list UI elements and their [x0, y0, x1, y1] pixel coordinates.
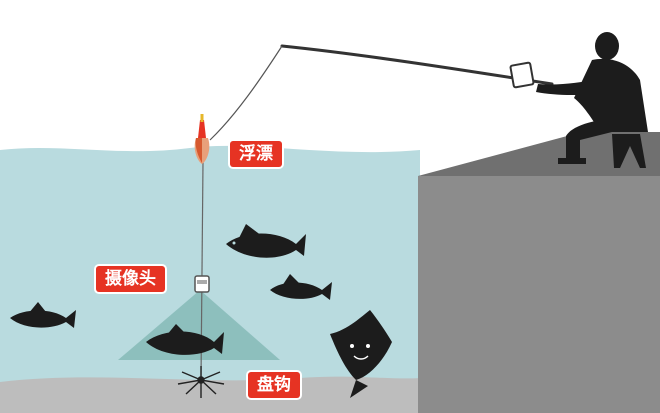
- label-hook: 盘钩: [248, 372, 300, 398]
- fishing-line: [209, 45, 283, 141]
- camera-icon: [194, 275, 210, 293]
- cliff-face: [418, 176, 660, 413]
- cliff-top: [418, 132, 660, 176]
- fish-silhouette: [270, 274, 332, 300]
- fish-silhouette: [330, 310, 392, 398]
- fish-silhouette: [226, 224, 306, 258]
- label-float: 浮漂: [230, 141, 282, 167]
- monitor-icon: [509, 61, 535, 89]
- fish-silhouette: [146, 324, 224, 355]
- angler-silhouette: [536, 32, 648, 168]
- float-icon: [194, 114, 210, 164]
- hook-icon: [177, 366, 225, 398]
- fish-silhouette: [10, 302, 76, 328]
- water: [0, 145, 420, 413]
- seabed: [0, 376, 420, 413]
- label-camera: 摄像头: [96, 266, 165, 292]
